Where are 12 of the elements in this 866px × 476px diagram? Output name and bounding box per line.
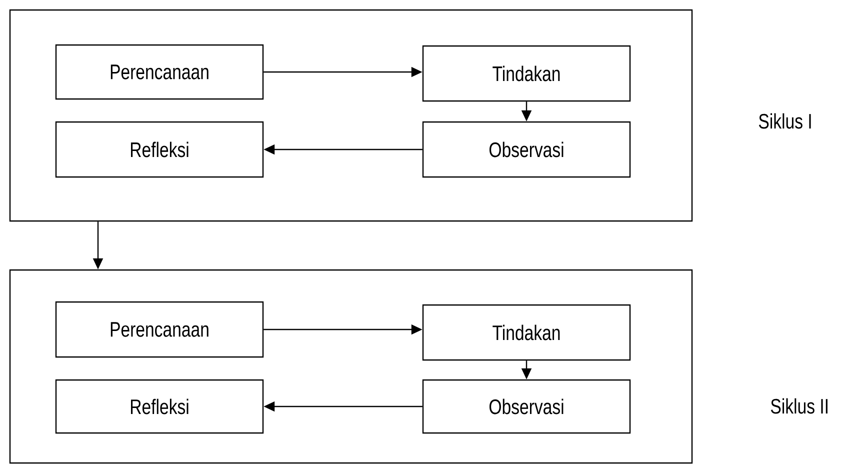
step-box: Tindakan — [422, 45, 631, 102]
step-box: Observasi — [422, 121, 631, 178]
step-box: Tindakan — [422, 304, 631, 361]
cycle-label: Siklus II — [770, 398, 828, 414]
cycle-label: Siklus I — [758, 113, 811, 129]
step-box: Perencanaan — [55, 301, 264, 358]
cycle-frame — [9, 9, 693, 222]
step-box: Refleksi — [55, 379, 264, 434]
step-box: Observasi — [422, 379, 631, 434]
cycle-frame — [9, 269, 693, 464]
step-box: Refleksi — [55, 121, 264, 178]
step-box: Perencanaan — [55, 44, 264, 100]
